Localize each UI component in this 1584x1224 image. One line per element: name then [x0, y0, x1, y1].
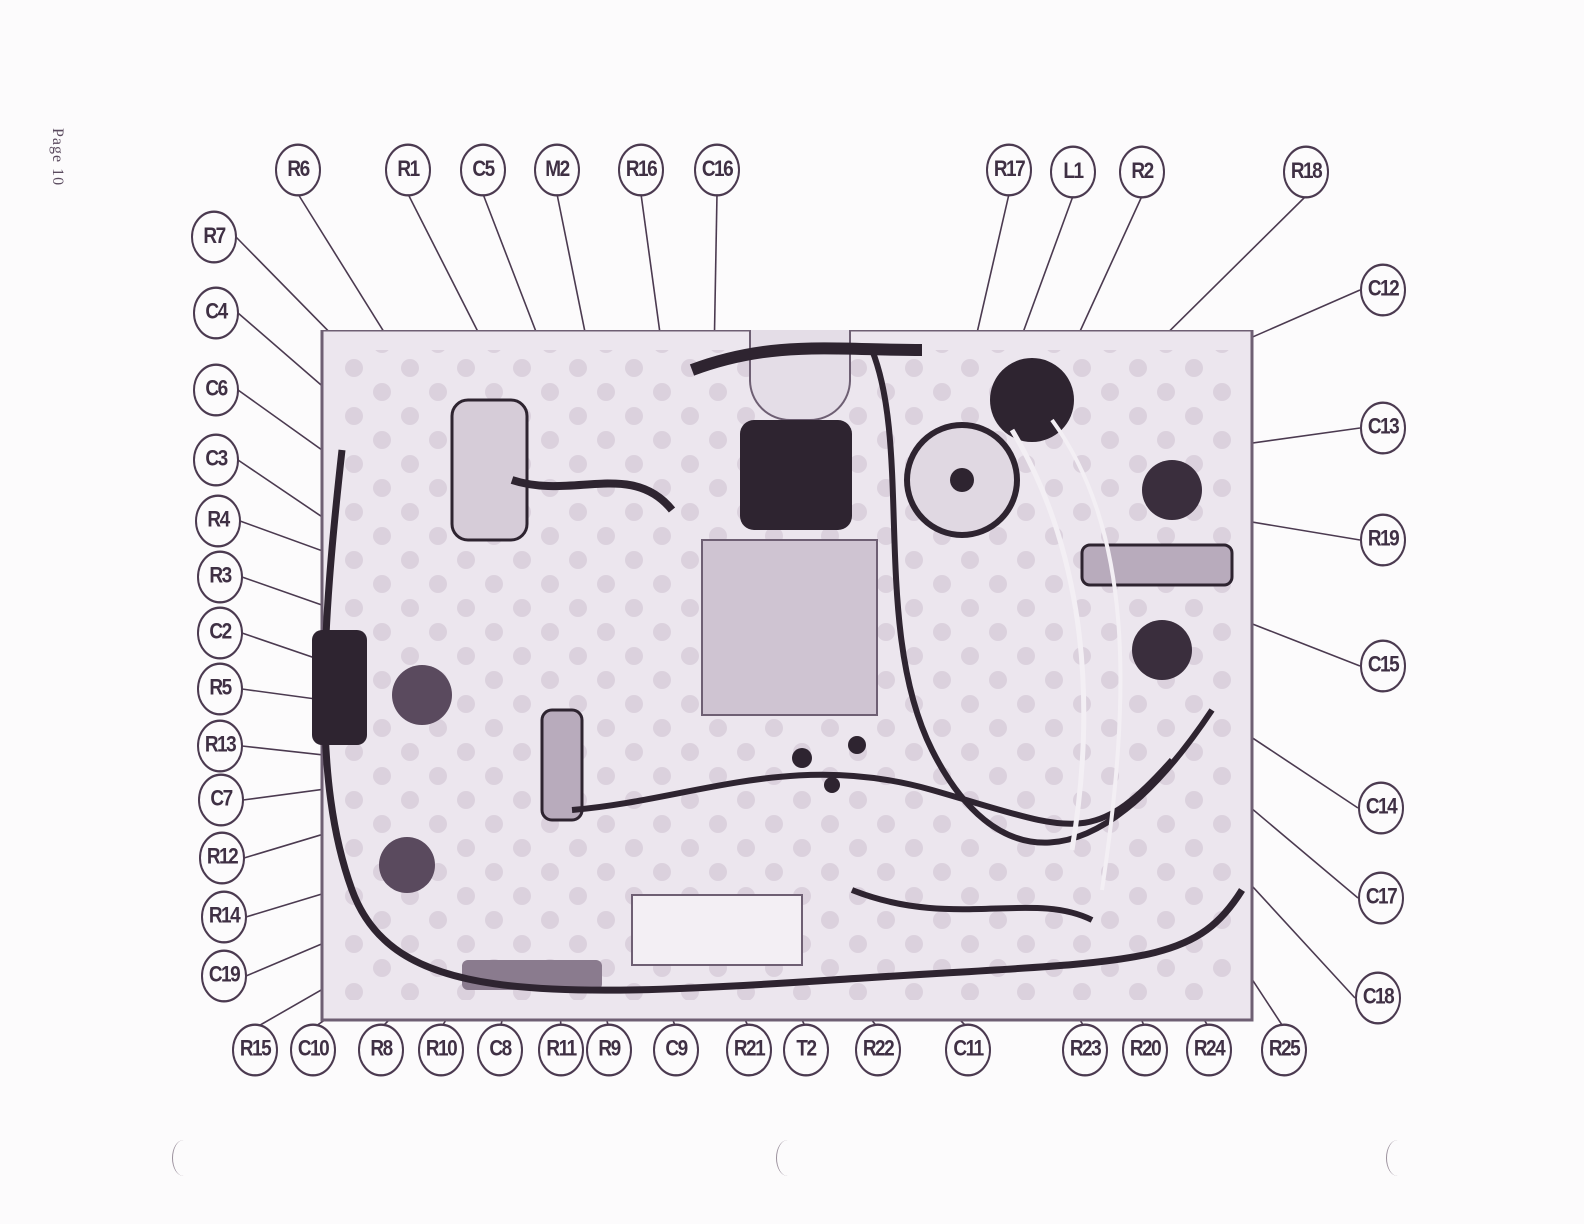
callout-r14: R14	[201, 891, 247, 944]
callout-c6: C6	[193, 364, 239, 417]
chassis-photo-icon	[312, 330, 1262, 1030]
callout-r5: R5	[197, 663, 243, 716]
callout-r25: R25	[1261, 1024, 1307, 1077]
callout-r11: R11	[538, 1024, 584, 1077]
callout-r8: R8	[358, 1024, 404, 1077]
callout-r6: R6	[275, 144, 321, 197]
callout-c12: C12	[1360, 264, 1406, 317]
callout-r17: R17	[986, 144, 1032, 197]
callout-r24: R24	[1186, 1024, 1232, 1077]
callout-c4: C4	[193, 287, 239, 340]
callout-t2: T2	[783, 1024, 829, 1077]
callout-c17: C17	[1358, 872, 1404, 925]
callout-c3: C3	[193, 434, 239, 487]
callout-r23: R23	[1062, 1024, 1108, 1077]
callout-r10: R10	[418, 1024, 464, 1077]
callout-r16: R16	[618, 144, 664, 197]
binder-mark	[172, 1140, 195, 1176]
callout-c19: C19	[201, 950, 247, 1003]
callout-c2: C2	[197, 607, 243, 660]
callout-r22: R22	[855, 1024, 901, 1077]
binder-mark	[1386, 1140, 1409, 1176]
callout-r2: R2	[1119, 146, 1165, 199]
callout-c7: C7	[198, 774, 244, 827]
callout-r20: R20	[1122, 1024, 1168, 1077]
callout-m2: M2	[534, 144, 580, 197]
binder-mark	[776, 1140, 799, 1176]
callout-r9: R9	[586, 1024, 632, 1077]
callout-r13: R13	[197, 720, 243, 773]
callout-c15: C15	[1360, 640, 1406, 693]
callout-r12: R12	[199, 832, 245, 885]
callout-r1: R1	[385, 144, 431, 197]
callout-c11: C11	[945, 1024, 991, 1077]
callout-c9: C9	[653, 1024, 699, 1077]
callout-c13: C13	[1360, 402, 1406, 455]
callout-c16: C16	[694, 144, 740, 197]
callout-r3: R3	[197, 551, 243, 604]
callout-c18: C18	[1355, 972, 1401, 1025]
callout-r7: R7	[191, 211, 237, 264]
callout-r19: R19	[1360, 514, 1406, 567]
callout-c10: C10	[290, 1024, 336, 1077]
callout-r15: R15	[232, 1024, 278, 1077]
callout-c8: C8	[477, 1024, 523, 1077]
callout-r4: R4	[195, 495, 241, 548]
callout-r21: R21	[726, 1024, 772, 1077]
callout-c14: C14	[1358, 782, 1404, 835]
callout-l1: L1	[1050, 146, 1096, 199]
callout-r18: R18	[1283, 146, 1329, 199]
callout-c5: C5	[460, 144, 506, 197]
